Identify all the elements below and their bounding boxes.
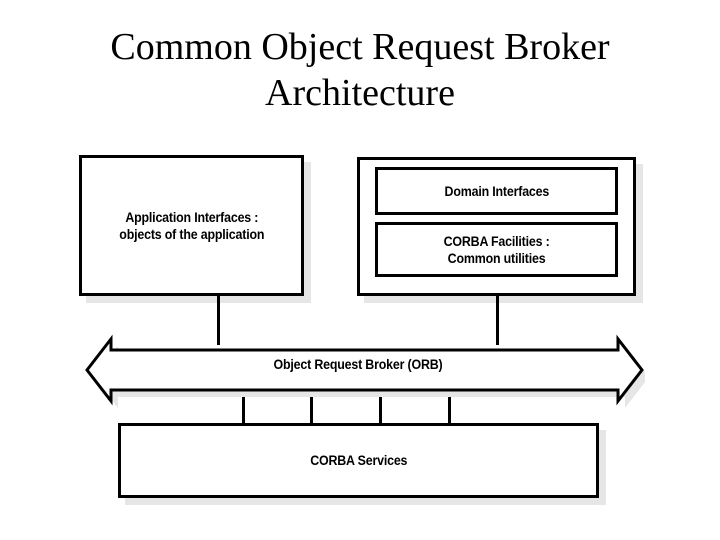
application-interfaces-label: Application Interfaces : objects of the … — [119, 209, 264, 242]
connector-orb-to-services-1 — [242, 392, 245, 424]
page-title: Common Object Request Broker Architectur… — [110, 26, 610, 114]
corba-facilities-label: CORBA Facilities : Common utilities — [443, 233, 550, 266]
domain-interfaces-box[interactable]: Domain Interfaces — [375, 167, 618, 215]
connector-application-to-orb — [217, 293, 220, 345]
connector-orb-to-services-2 — [310, 392, 313, 424]
corba-services-box[interactable]: CORBA Services — [118, 423, 599, 498]
corba-services-label: CORBA Services — [309, 453, 408, 468]
connector-orb-to-services-3 — [379, 392, 382, 424]
connector-domain-to-orb — [496, 293, 499, 345]
application-interfaces-box[interactable]: Application Interfaces : objects of the … — [79, 155, 304, 296]
orb-label: Object Request Broker (ORB) — [273, 357, 443, 372]
corba-facilities-box[interactable]: CORBA Facilities : Common utilities — [375, 222, 618, 277]
connector-orb-to-services-4 — [448, 392, 451, 424]
domain-interfaces-label: Domain Interfaces — [444, 183, 549, 199]
object-request-broker-bar[interactable] — [79, 330, 645, 408]
